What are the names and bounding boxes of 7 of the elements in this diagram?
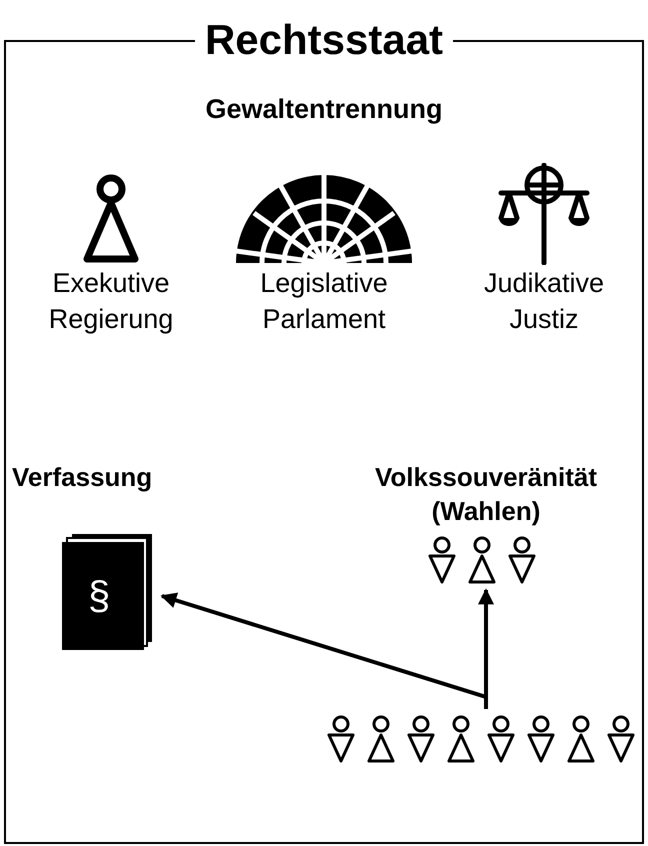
figure-caption: Judikative Justiz xyxy=(482,267,606,336)
heading: Volkssouveränität (Wahlen) xyxy=(374,461,598,528)
figure-caption: Legislative Parlament xyxy=(259,267,389,336)
section-sign: § xyxy=(88,574,110,618)
heading: Verfassung xyxy=(12,461,154,494)
section-heading: Gewaltentrennung xyxy=(204,93,444,126)
figure-caption: Exekutive Regierung xyxy=(48,267,174,336)
